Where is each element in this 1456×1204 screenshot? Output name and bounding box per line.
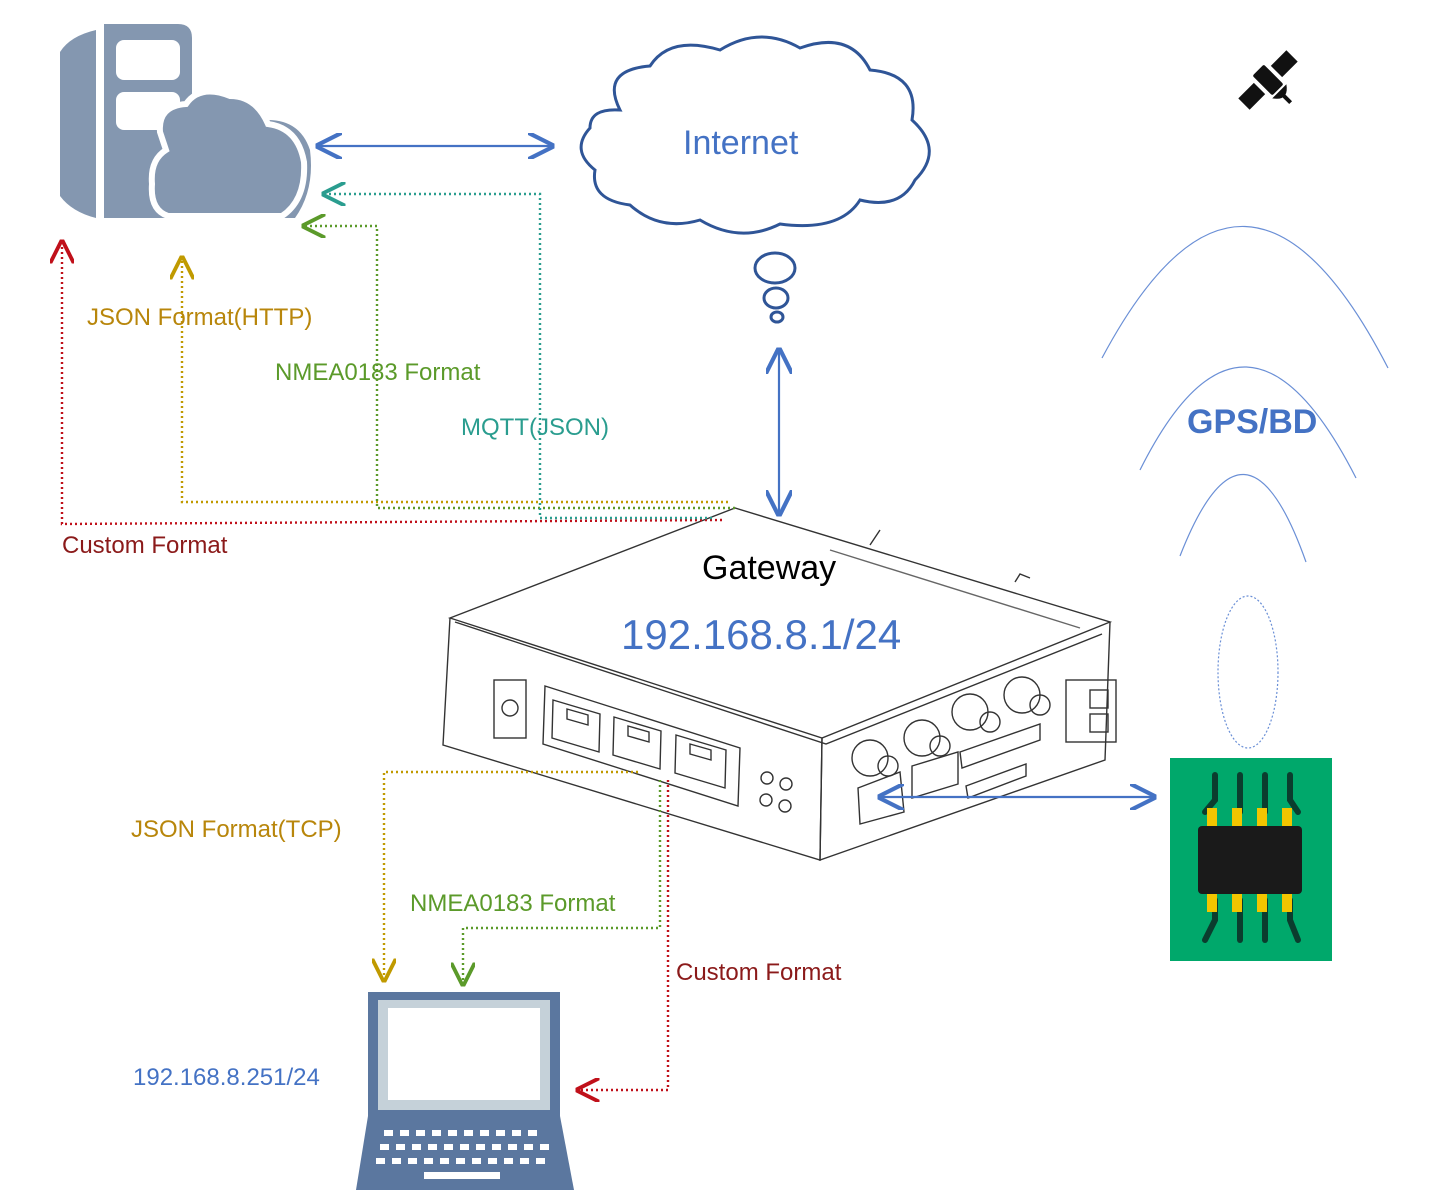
json-tcp-path — [384, 770, 638, 980]
internet-cloud-icon — [579, 35, 931, 324]
laptop-data-links — [384, 770, 670, 1090]
nmea-cloud-label: NMEA0183 Format — [275, 359, 481, 386]
cloud-server-icon — [60, 24, 311, 219]
nmea-laptop-path — [463, 780, 662, 984]
nmea-laptop-label: NMEA0183 Format — [410, 890, 616, 917]
custom-laptop-label: Custom Format — [676, 959, 842, 986]
json-tcp-label: JSON Format(TCP) — [131, 816, 342, 843]
gps-signal-arcs — [1101, 225, 1389, 749]
nmea-cloud-path — [304, 226, 735, 510]
gateway-ip: 192.168.8.1/24 — [621, 611, 902, 658]
json-http-label: JSON Format(HTTP) — [87, 304, 313, 331]
gateway-router-icon — [442, 507, 1117, 861]
custom-laptop-path — [578, 780, 670, 1090]
mqtt-label: MQTT(JSON) — [461, 414, 609, 441]
custom-format-cloud-path — [62, 242, 723, 526]
cloud-data-links — [62, 194, 735, 526]
gps-module-icon — [1170, 758, 1332, 961]
laptop-ip: 192.168.8.251/24 — [133, 1064, 320, 1091]
internet-label: Internet — [683, 124, 799, 162]
gps-bd-label: GPS/BD — [1187, 403, 1318, 441]
satellite-icon — [1238, 50, 1298, 110]
gateway-title: Gateway — [702, 549, 837, 587]
solid-links — [318, 146, 1154, 797]
json-http-path — [182, 258, 728, 504]
custom-cloud-label: Custom Format — [62, 532, 228, 559]
mqtt-path — [324, 194, 712, 520]
laptop-icon — [356, 992, 574, 1190]
